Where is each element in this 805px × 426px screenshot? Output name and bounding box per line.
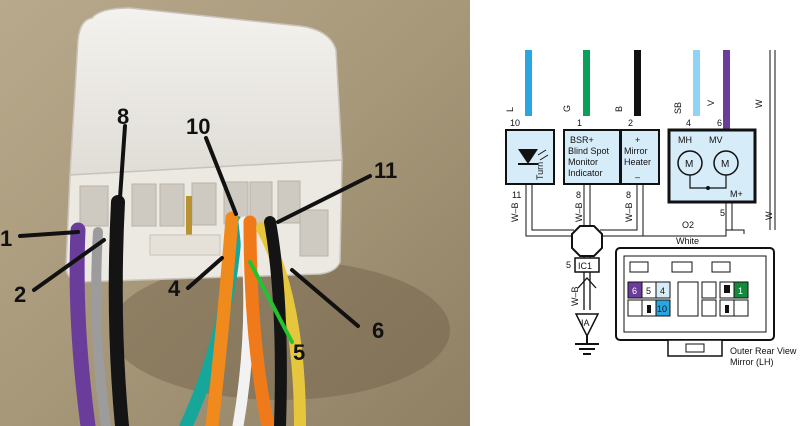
connector-name: O2 — [682, 220, 694, 230]
wire-code-wb3: W–B — [624, 202, 634, 222]
wire-L — [525, 50, 532, 116]
splice-junction — [571, 225, 603, 257]
connector-color: White — [676, 236, 699, 246]
motor-m2: M — [721, 159, 729, 170]
ground-triangle — [574, 313, 600, 338]
ground-icon — [575, 336, 599, 355]
pin-num-1: 1 — [577, 118, 582, 128]
wire-code-wb1: W–B — [510, 202, 520, 222]
wire-SB — [693, 50, 700, 116]
wire-code-wb2: W–B — [574, 202, 584, 222]
callout-lines — [18, 124, 372, 344]
wire-V — [723, 50, 730, 130]
pin-label-6: 6 — [372, 318, 384, 343]
heater-line1: Mirror — [624, 146, 648, 156]
face-pin-5: 5 — [646, 286, 651, 296]
pin-label-5: 5 — [293, 340, 305, 365]
wire-code-wb4: W–B — [570, 286, 580, 306]
bsr-line3: Monitor — [568, 157, 598, 167]
turn-component: Turn — [505, 129, 555, 185]
ground-point-label: IA — [581, 318, 590, 328]
pin-num-11: 11 — [512, 190, 521, 200]
led-icon — [518, 149, 538, 164]
pin-label-10: 10 — [186, 114, 210, 139]
motor-m1: M — [685, 159, 693, 170]
pin-label-2: 2 — [14, 282, 26, 307]
connector-latch — [149, 234, 221, 256]
ground-arrow — [577, 272, 597, 310]
face-pin-6: 6 — [632, 286, 637, 296]
caption-line1: Outer Rear View — [730, 346, 797, 356]
wiring-diagram: L G B SB V W 10 1 2 4 6 Turn BSR+ Blind … — [505, 50, 797, 367]
ic1-box — [574, 257, 600, 273]
caption-line2: Mirror (LH) — [730, 357, 774, 367]
motor-mv: MV — [709, 135, 723, 145]
splice-pin: 5 — [566, 260, 571, 270]
bsr-line4: Indicator — [568, 168, 603, 178]
pin-num-4: 4 — [686, 118, 691, 128]
turn-label: Turn — [535, 162, 545, 180]
motor-component: MH MV M M M+ — [667, 128, 757, 204]
wire-code-w-right: W — [764, 211, 774, 220]
motor-mh: MH — [678, 135, 692, 145]
pin-num-6: 6 — [717, 118, 722, 128]
bsr-line2: Blind Spot — [568, 146, 610, 156]
pin-label-4: 4 — [168, 276, 181, 301]
heater-minus: – — [635, 172, 640, 182]
heater-plus: + — [635, 135, 640, 145]
face-pin-10: 10 — [657, 304, 667, 314]
wire-B — [634, 50, 641, 116]
top-wires — [525, 50, 776, 230]
wire-code-B: B — [614, 106, 624, 112]
motor-mplus: M+ — [730, 189, 743, 199]
pin-label-1: 1 — [0, 226, 12, 251]
terminal-pin — [186, 196, 192, 246]
pin-label-11: 11 — [374, 158, 397, 183]
wire-code-W: W — [754, 99, 764, 108]
ic1-label: IC1 — [578, 261, 592, 271]
wire-code-L: L — [505, 107, 515, 112]
connector-face-diagram: 6 5 4 10 2 1 — [615, 247, 775, 357]
pin-num-10: 10 — [510, 118, 520, 128]
pin-num-5: 5 — [720, 208, 725, 218]
pin-num-8b: 8 — [626, 190, 631, 200]
connector-photo: 1 2 4 5 6 8 10 11 — [0, 0, 470, 426]
heater-component: + Mirror Heater – — [620, 129, 660, 185]
pin-label-8: 8 — [117, 104, 129, 129]
connector-cavities — [79, 180, 329, 257]
wire-code-G: G — [562, 105, 572, 112]
wire-code-SB: SB — [673, 102, 683, 114]
wire-code-V: V — [706, 100, 716, 106]
photo-wires — [69, 195, 306, 426]
bsr-component: BSR+ Blind Spot Monitor Indicator — [563, 129, 621, 185]
heater-line2: Heater — [624, 157, 651, 167]
face-pin-4: 4 — [660, 286, 665, 296]
connector-body-top — [69, 7, 343, 176]
pin-num-2: 2 — [628, 118, 633, 128]
bsr-line1: BSR+ — [570, 135, 594, 145]
face-pin-1: 1 — [738, 286, 743, 296]
pin-num-8a: 8 — [576, 190, 581, 200]
wire-G — [583, 50, 590, 116]
